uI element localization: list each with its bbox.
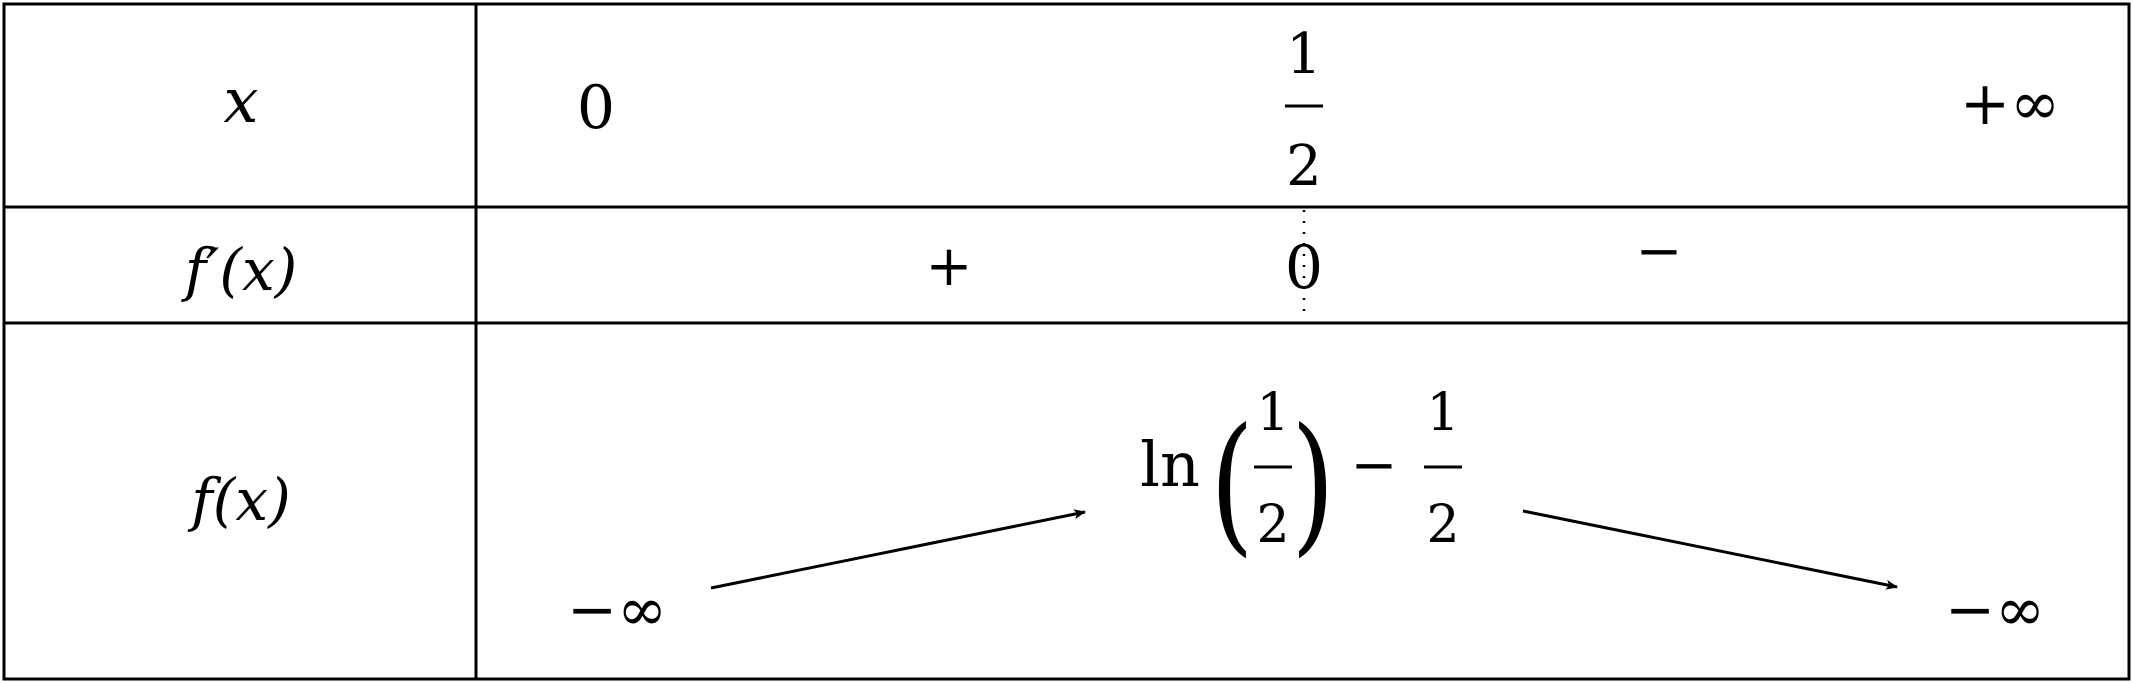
header-x: x: [224, 64, 259, 137]
max-paren-right: ): [1291, 397, 1335, 571]
max-fraction-denominator: 2: [1426, 495, 1459, 555]
max-minus: −: [1351, 433, 1398, 498]
x-end: +∞: [1960, 69, 2060, 139]
derivative-zero: 0: [1285, 233, 1323, 303]
max-inner-numerator: 1: [1256, 383, 1289, 443]
derivative-right-sign: −: [1636, 219, 1683, 284]
max-ln: ln: [1140, 428, 1200, 501]
maximum-value: ln ( 1 2 ) − 1 2: [1140, 383, 1462, 571]
decreasing-arrow: [1522, 509, 1898, 590]
increasing-arrow: [710, 509, 1086, 590]
max-fraction-numerator: 1: [1426, 383, 1459, 443]
x-critical-denominator: 2: [1286, 134, 1322, 199]
header-fprime: f′(x): [181, 236, 298, 304]
header-f: f(x): [187, 466, 290, 534]
right-limit: −∞: [1945, 575, 2045, 645]
left-limit: −∞: [567, 575, 667, 645]
max-paren-left: (: [1210, 397, 1254, 571]
x-start: 0: [577, 73, 615, 143]
derivative-left-sign: +: [926, 234, 973, 299]
x-critical-numerator: 1: [1286, 22, 1322, 87]
max-inner-denominator: 2: [1256, 495, 1289, 555]
